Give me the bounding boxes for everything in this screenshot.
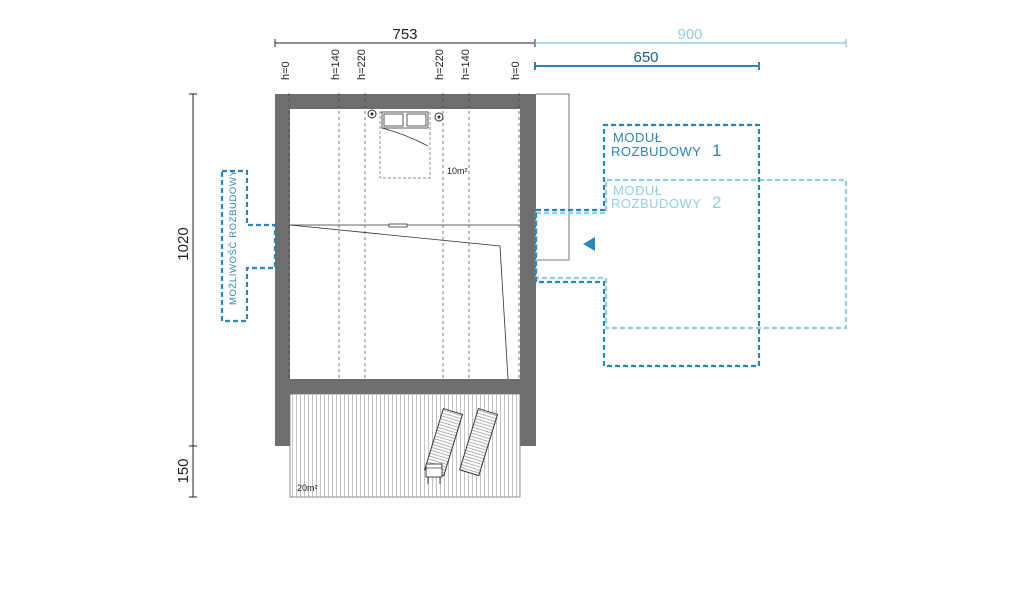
dimension-module1-width: 650: [534, 49, 760, 70]
module-1-outline: [534, 123, 761, 368]
height-mark-label: h=220: [356, 49, 368, 80]
dimension-1020-label: 1020: [175, 227, 192, 260]
dimension-900-label: 900: [677, 26, 702, 43]
bed: [367, 109, 444, 179]
dimension-left-height: 1020 150: [175, 93, 197, 498]
height-mark-label: h=140: [460, 49, 472, 80]
sun-lounger: [459, 407, 499, 477]
chair-icon: [425, 463, 443, 484]
height-mark-label: h=140: [330, 49, 342, 80]
dimension-150-label: 150: [175, 458, 192, 483]
module-2-outline: [534, 178, 848, 330]
entrance-arrow-icon: [583, 237, 595, 251]
module-1-label-line1: MODUŁ: [613, 130, 662, 145]
dimension-top-width: 753: [274, 26, 536, 47]
dimension-753-label: 753: [392, 26, 417, 43]
module-2-label-line1: MODUŁ: [613, 183, 662, 198]
height-mark-label: h=0: [280, 61, 292, 80]
module-2-number: 2: [712, 193, 721, 212]
height-marks: h=0 h=140 h=220 h=220 h=140 h=0: [280, 49, 522, 80]
expansion-possibility-label: MOŻLIWOŚĆ ROZBUDOWY: [227, 170, 239, 305]
partition-lines: [289, 223, 520, 380]
height-mark-label: h=0: [510, 61, 522, 80]
terrace-area-label: 20m²: [297, 483, 318, 493]
dimension-module2-width: 900: [535, 26, 847, 47]
module-1-number: 1: [712, 141, 721, 160]
dimension-650-label: 650: [633, 49, 658, 66]
height-mark-label: h=220: [434, 49, 446, 80]
left-expansion-outline: [220, 169, 277, 323]
module-2-label-line2: ROZBUDOWY: [611, 196, 701, 211]
exterior-outline: [536, 93, 570, 261]
module-1-label-line2: ROZBUDOWY: [611, 144, 701, 159]
room-area-label: 10m²: [447, 166, 468, 176]
house-walls: [275, 94, 536, 446]
